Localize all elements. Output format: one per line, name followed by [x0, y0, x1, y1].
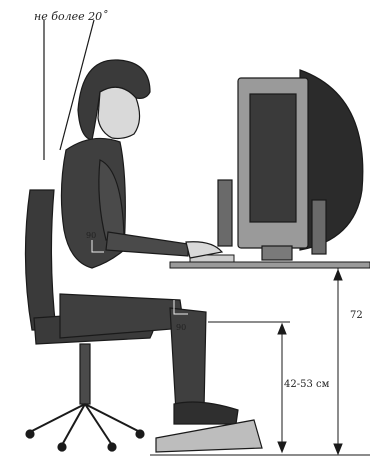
seat-height-label: 42-53 см: [284, 379, 330, 390]
knee-angle-label: 90: [176, 323, 186, 332]
elbow-angle-label: 90: [86, 231, 96, 240]
footrest: [156, 420, 262, 452]
monitor: [218, 70, 363, 260]
desk-height-label: 72: [350, 310, 363, 321]
desk-height-dimension: [334, 270, 342, 454]
tilt-angle-label: не более 20˚: [34, 10, 108, 23]
